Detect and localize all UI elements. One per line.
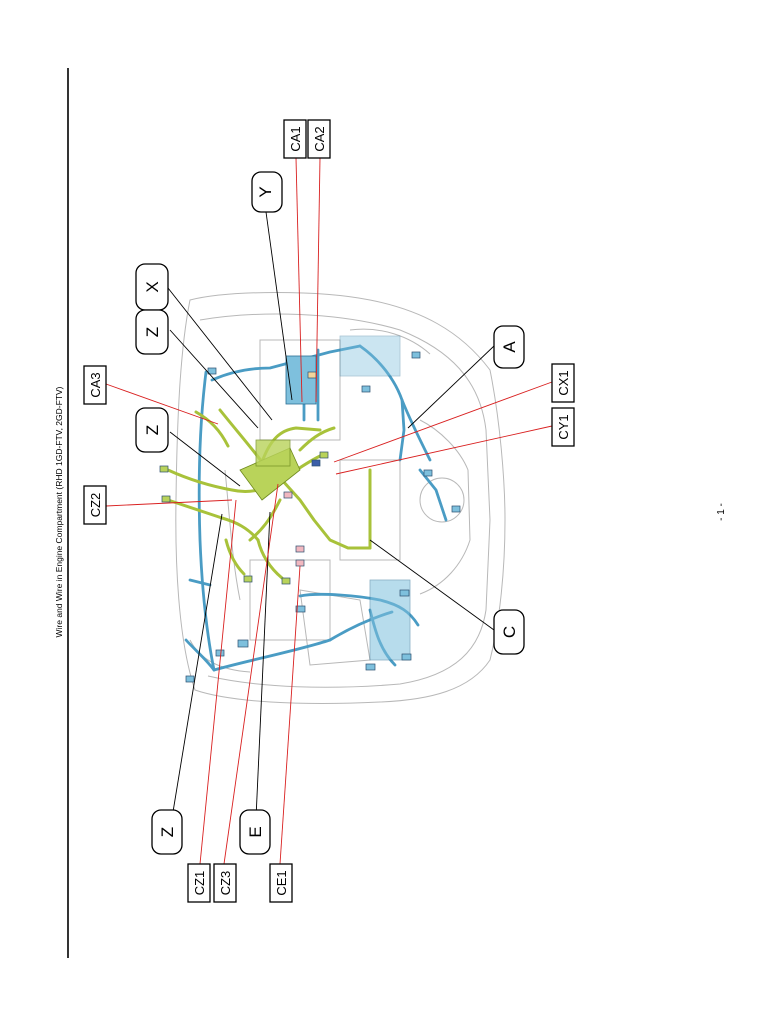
connector-label-cy1: CY1: [551, 407, 575, 447]
callout-x: X: [135, 263, 169, 311]
leader-lines-black: [167, 211, 495, 819]
callout-z-mid-text: Z: [143, 425, 162, 435]
connector-label-cy1-text: CY1: [556, 414, 571, 439]
callout-z-bottom-text: Z: [158, 827, 177, 837]
callout-a: A: [493, 325, 525, 369]
connector-label-ce1: CE1: [269, 863, 293, 903]
connector-blocks: [159, 351, 461, 683]
connector-label-cz1-text: CZ1: [192, 871, 207, 896]
vehicle-body-outline: [175, 292, 506, 704]
callout-x-text: X: [143, 281, 162, 292]
connector-label-cz3: CZ3: [213, 863, 237, 903]
green-wire-harness: [166, 408, 372, 580]
connector-label-cz3-text: CZ3: [218, 871, 233, 896]
callout-c-text: C: [500, 626, 519, 638]
callout-e: E: [239, 809, 271, 855]
connector-label-ce1-text: CE1: [274, 870, 289, 895]
connector-label-ca1-text: CA1: [288, 126, 303, 151]
connector-label-ca2-text: CA2: [312, 126, 327, 151]
connector-label-ca1: CA1: [283, 119, 307, 159]
callout-y: Y: [251, 171, 283, 213]
callout-z-mid: Z: [135, 407, 169, 453]
leader-lines-red: [105, 157, 553, 865]
callout-z-top: Z: [135, 309, 169, 355]
callout-c: C: [493, 609, 525, 655]
callout-z-top-text: Z: [143, 327, 162, 337]
connector-label-cz2-text: CZ2: [88, 493, 103, 518]
page-title: Wire and Wire in Engine Compartment (RHD…: [54, 386, 64, 637]
callout-y-text: Y: [256, 186, 275, 197]
connector-label-cz2: CZ2: [83, 485, 107, 525]
callout-e-text: E: [246, 826, 265, 837]
connector-label-ca3-text: CA3: [88, 372, 103, 397]
connector-label-cx1: CX1: [551, 363, 575, 403]
callout-z-bottom: Z: [151, 809, 183, 855]
connector-label-cx1-text: CX1: [556, 370, 571, 395]
connector-label-cz1: CZ1: [187, 863, 211, 903]
green-harness-cluster: [239, 439, 301, 501]
connector-label-ca2: CA2: [307, 119, 331, 159]
callout-a-text: A: [500, 341, 519, 353]
page-number: - 1 -: [716, 503, 727, 521]
connector-label-ca3: CA3: [83, 365, 107, 405]
